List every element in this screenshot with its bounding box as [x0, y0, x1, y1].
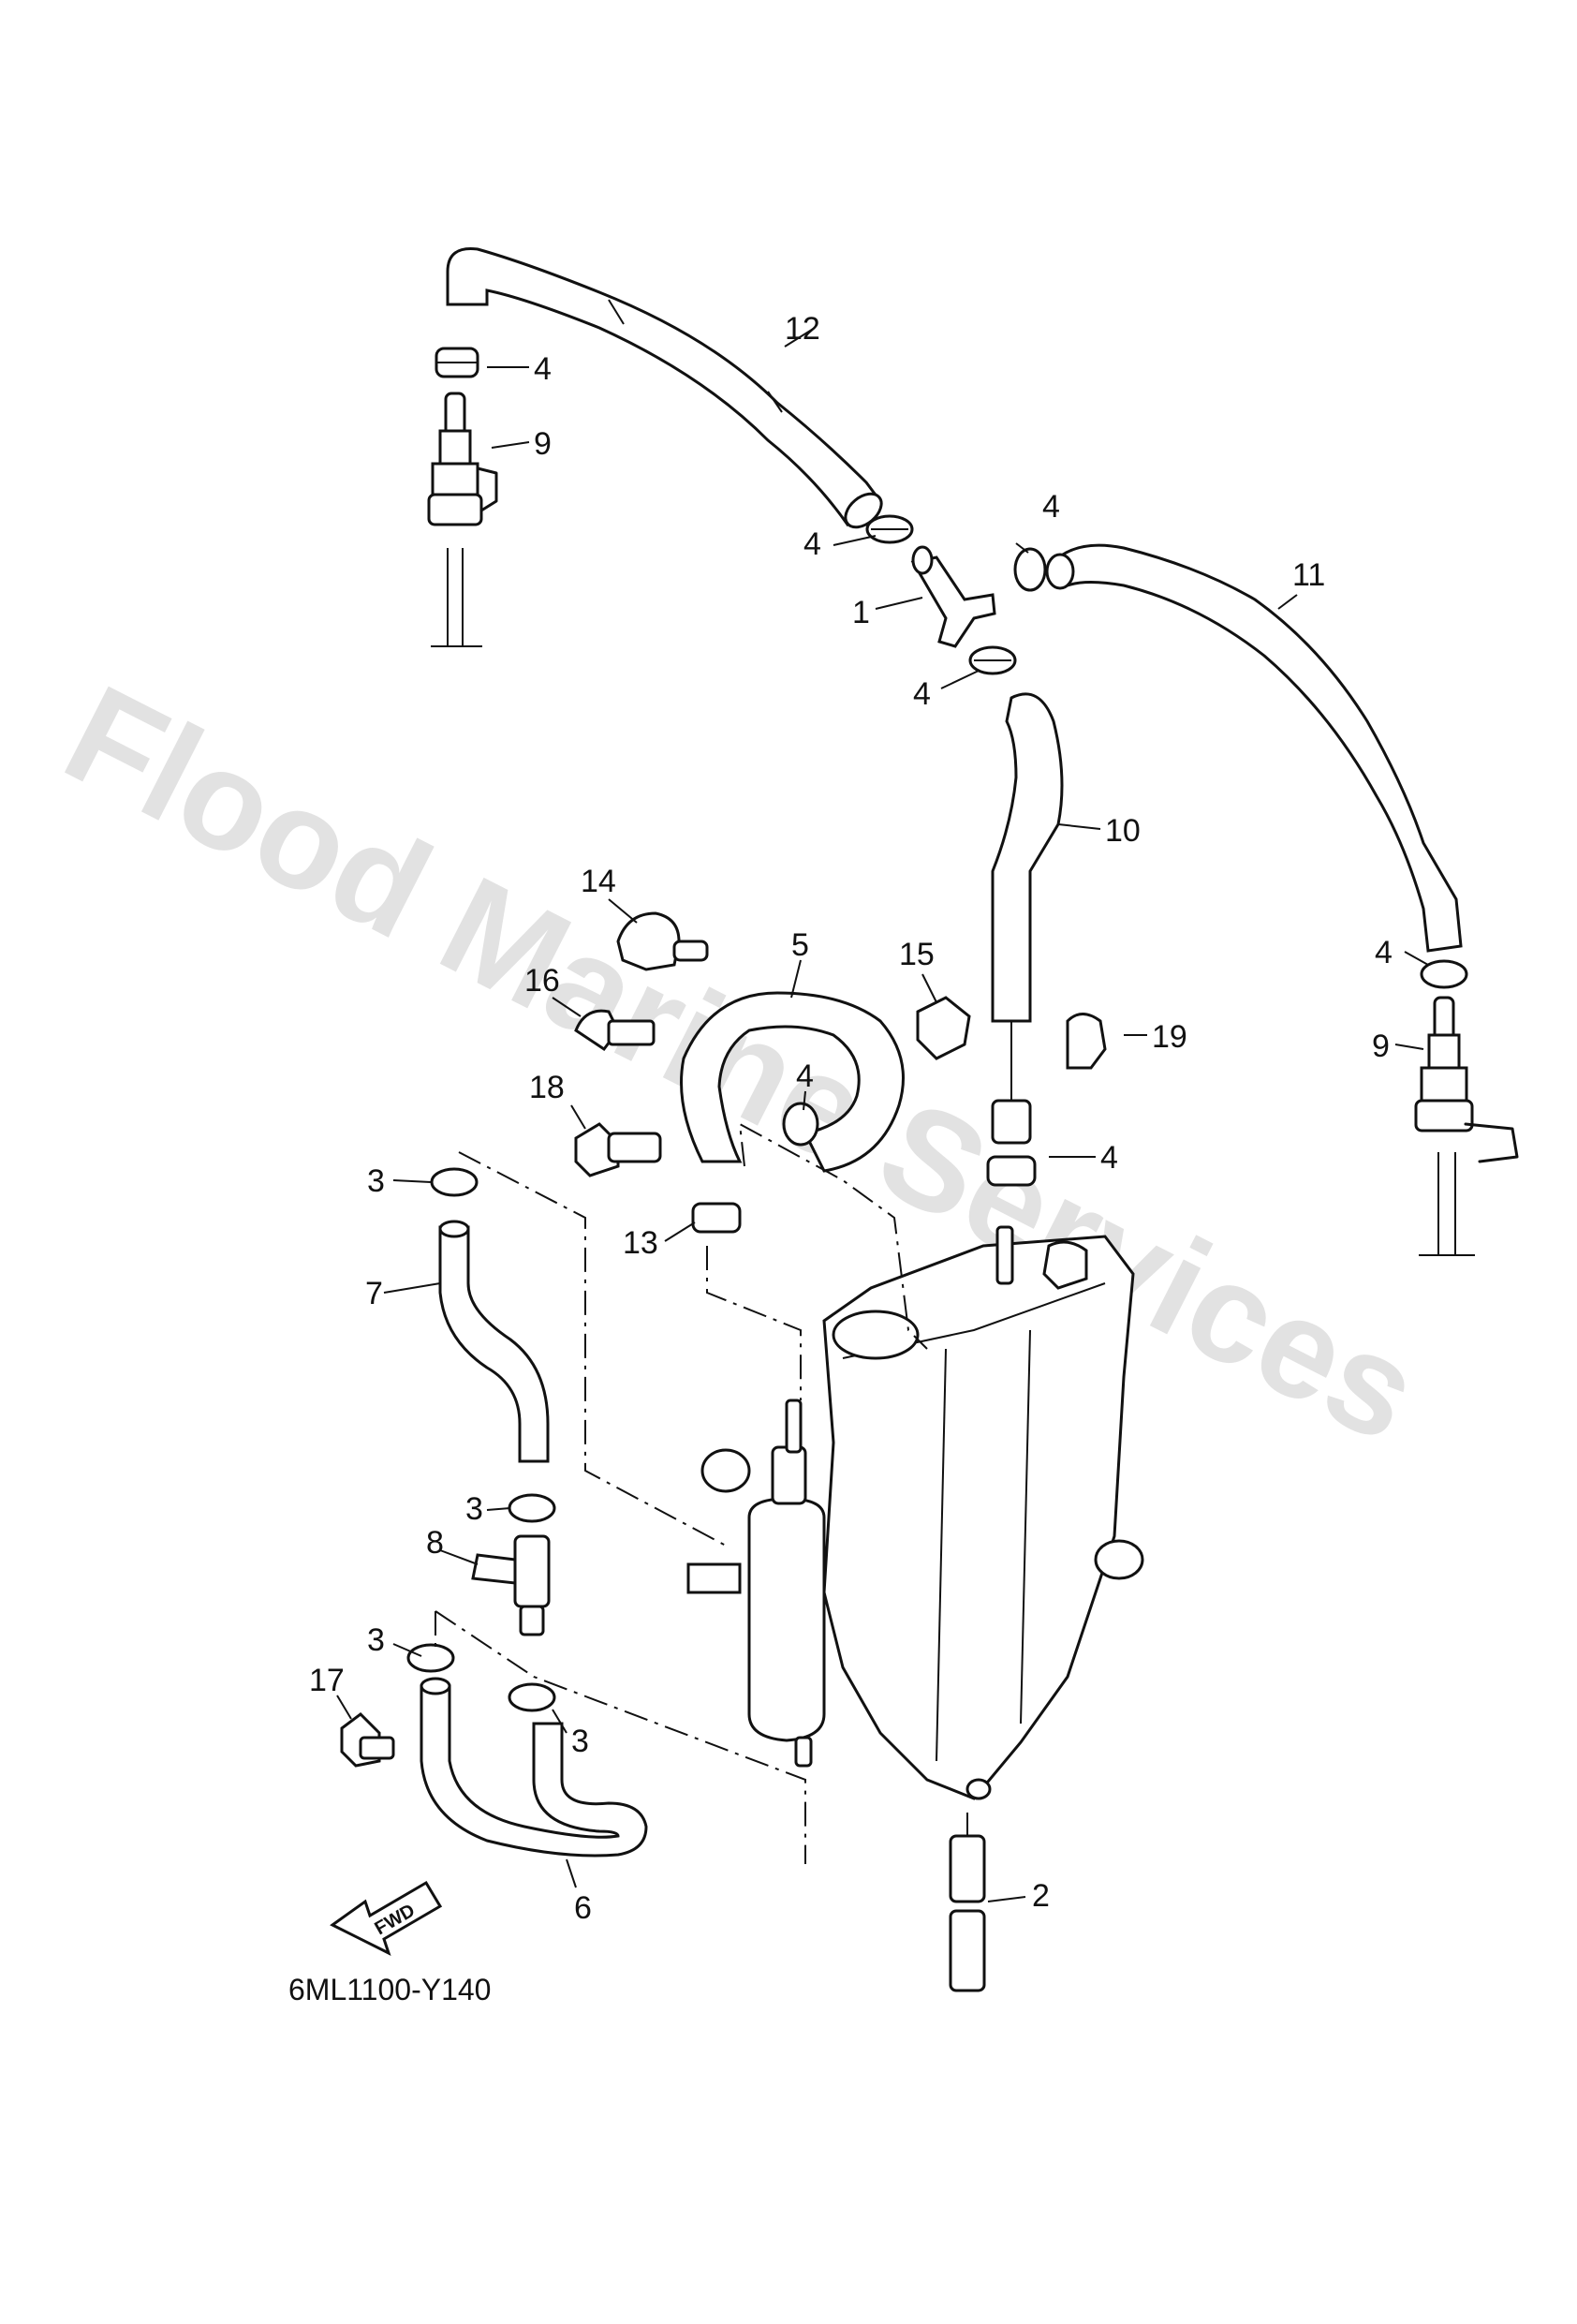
fuel-connector-9-right[interactable]	[1414, 996, 1519, 1256]
callout-18: 18	[529, 1070, 565, 1105]
callout-10: 10	[1105, 813, 1141, 849]
hose-clip-4b[interactable]	[865, 514, 914, 544]
hose-clip-3a[interactable]	[430, 1167, 479, 1197]
clamp-17[interactable]	[340, 1712, 395, 1768]
callout-4: 4	[534, 351, 552, 387]
callout-3: 3	[465, 1491, 483, 1527]
callout-3: 3	[367, 1163, 385, 1199]
hose-clip-4d[interactable]	[968, 645, 1017, 675]
callout-9: 9	[534, 426, 552, 462]
clamp-18[interactable]	[574, 1122, 662, 1177]
fuel-filter[interactable]	[686, 1399, 826, 1768]
callout-13: 13	[623, 1225, 658, 1261]
hose-clip-3c[interactable]	[406, 1643, 455, 1673]
clamp-14[interactable]	[616, 911, 709, 971]
callout-4: 4	[913, 676, 931, 712]
fwd-arrow: FWD	[330, 1880, 443, 1956]
callout-2: 2	[1032, 1878, 1050, 1914]
callout-4: 4	[796, 1058, 814, 1094]
hose-5[interactable]	[680, 991, 905, 1173]
t-joint-1[interactable]	[910, 545, 996, 648]
hose-11[interactable]	[1045, 543, 1463, 953]
callout-7: 7	[365, 1276, 383, 1311]
callout-19: 19	[1152, 1019, 1187, 1055]
callout-4: 4	[803, 526, 821, 562]
callout-4: 4	[1042, 489, 1060, 525]
callout-6: 6	[574, 1890, 592, 1926]
callout-1: 1	[852, 595, 870, 630]
callout-14: 14	[581, 864, 616, 899]
clamp-16[interactable]	[574, 1009, 656, 1052]
callout-labels: 4 9 12 4 4 1 4 11 10 4 9 19 4 14 5 15 16…	[309, 311, 1393, 1926]
hose-clip-4a[interactable]	[435, 347, 479, 378]
hose-clip-3d[interactable]	[508, 1682, 556, 1712]
tee-joint-8[interactable]	[471, 1534, 551, 1636]
hose-clip-4f[interactable]	[986, 1155, 1037, 1187]
callout-8: 8	[426, 1525, 444, 1561]
leader-lines	[435, 1122, 928, 1864]
drain-hose-2[interactable]	[949, 1813, 986, 1992]
hose-7[interactable]	[438, 1220, 550, 1463]
hose-clip-4c[interactable]	[1013, 547, 1047, 592]
callout-17: 17	[309, 1663, 345, 1698]
callout-3: 3	[571, 1724, 589, 1759]
hose-clip-3b[interactable]	[508, 1493, 556, 1523]
callout-4: 4	[1100, 1140, 1118, 1176]
watermark-text: Flood Marine Services	[42, 655, 1442, 1473]
fuel-connector-9-left[interactable]	[427, 392, 498, 647]
hose-clip-4e[interactable]	[1420, 959, 1468, 989]
callout-15: 15	[899, 937, 935, 972]
clamp-13[interactable]	[691, 1202, 742, 1234]
drawing-code: 6ML1100-Y140	[288, 1973, 491, 2006]
clamp-15[interactable]	[916, 996, 971, 1060]
callout-16: 16	[524, 963, 560, 999]
callout-11: 11	[1292, 557, 1325, 593]
hose-6[interactable]	[420, 1677, 648, 1858]
callout-3: 3	[367, 1622, 385, 1658]
clamp-19[interactable]	[1066, 1013, 1107, 1070]
hose-12[interactable]	[446, 247, 888, 534]
hose-clip-4g[interactable]	[782, 1102, 819, 1147]
fuel-tank-assembly[interactable]	[822, 1225, 1144, 1800]
callout-5: 5	[791, 927, 809, 963]
hose-10[interactable]	[991, 692, 1064, 1145]
callout-leaders	[336, 327, 1429, 1902]
callout-4: 4	[1375, 935, 1393, 970]
callout-12: 12	[785, 311, 820, 347]
callout-9: 9	[1372, 1029, 1390, 1064]
